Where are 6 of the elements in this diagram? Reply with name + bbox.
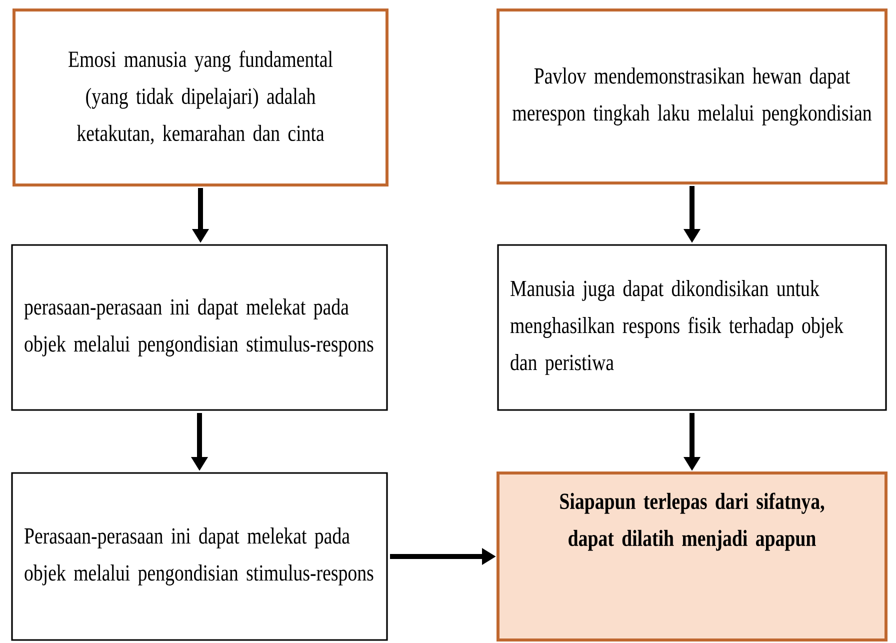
result-box: Siapapun terlepas dari sifatnya, dapat dilatih menjadi apapun	[496, 472, 888, 642]
process-box: Emosi manusia yang fundamental (yang tidak dipelajari) adalah ketakutan, kemarahan dan cinta	[12, 8, 388, 186]
process-box: Manusia juga dapat dikondisikan untuk menghasilkan respons fisik terhadap objek dan peristiwa	[497, 244, 887, 411]
process-box: Perasaan-perasaan ini dapat melekat pada objek melalui pengondisian stimulus-respons	[11, 472, 388, 641]
process-box: perasaan-perasaan ini dapat melekat pada objek melalui pengondisian stimulus-respons	[11, 244, 388, 411]
process-box: Pavlov mendemonstrasikan hewan dapat merespon tingkah laku melalui pengkondisian	[496, 8, 888, 184]
